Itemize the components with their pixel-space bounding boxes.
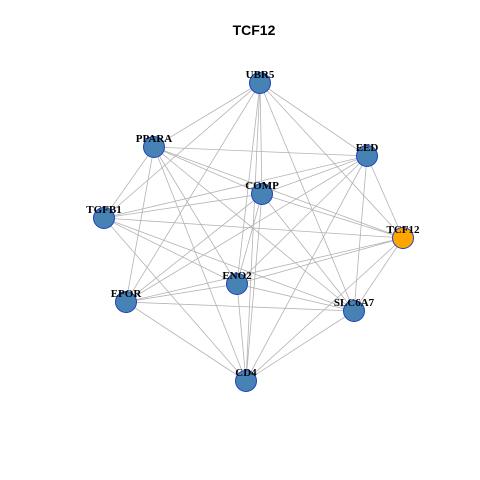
edge-tcf12-eno2: [236, 237, 404, 285]
edge-tcf12-slc6a7: [353, 237, 404, 312]
edge-tgfb1-eno2: [103, 217, 238, 285]
node-circle-epor: [115, 291, 137, 313]
node-ubr5: UBR5: [246, 69, 275, 94]
edge-ppara-comp: [153, 146, 263, 195]
edge-ubr5-cd4: [245, 82, 261, 382]
edge-ppara-cd4: [153, 146, 247, 382]
node-comp: COMP: [245, 180, 279, 205]
node-label-tcf12: TCF12: [387, 224, 421, 236]
edge-eed-epor: [125, 155, 368, 303]
edge-eed-slc6a7: [353, 155, 368, 312]
node-label-comp: COMP: [245, 180, 279, 192]
node-circle-slc6a7: [343, 300, 365, 322]
edge-ppara-epor: [125, 146, 155, 303]
edge-eed-cd4: [245, 155, 368, 382]
edge-eed-tgfb1: [103, 155, 368, 219]
node-circle-comp: [251, 183, 273, 205]
edge-ubr5-eed: [259, 82, 368, 157]
node-eed: EED: [356, 142, 379, 167]
node-epor: EPOR: [111, 288, 143, 313]
node-tgfb1: TGFB1: [86, 204, 122, 229]
edge-ubr5-slc6a7: [259, 82, 355, 312]
node-circle-ubr5: [249, 72, 271, 94]
edge-comp-tgfb1: [103, 193, 263, 219]
node-cd4: CD4: [235, 367, 257, 392]
edge-epor-cd4: [125, 301, 247, 382]
edge-comp-epor: [125, 193, 263, 303]
edge-eno2-cd4: [236, 283, 247, 382]
edge-ubr5-ppara: [153, 82, 261, 148]
edge-eno2-slc6a7: [236, 283, 355, 312]
edge-eed-tcf12: [366, 155, 404, 239]
node-label-ubr5: UBR5: [246, 69, 275, 81]
edge-slc6a7-cd4: [245, 310, 355, 382]
node-circle-eno2: [226, 273, 248, 295]
node-label-slc6a7: SLC6A7: [334, 297, 375, 309]
edge-tgfb1-cd4: [103, 217, 247, 382]
edges-layer: [103, 82, 404, 382]
edge-ubr5-comp: [259, 82, 263, 195]
node-circle-tgfb1: [93, 207, 115, 229]
edge-ubr5-tcf12: [259, 82, 404, 239]
node-slc6a7: SLC6A7: [334, 297, 375, 322]
edge-eed-eno2: [236, 155, 368, 285]
edge-tcf12-epor: [125, 237, 404, 303]
edge-tgfb1-tcf12: [103, 217, 404, 239]
node-label-tgfb1: TGFB1: [86, 204, 121, 216]
node-label-epor: EPOR: [111, 288, 143, 300]
node-eno2: ENO2: [222, 270, 252, 295]
edge-eed-comp: [261, 155, 368, 195]
edge-tgfb1-slc6a7: [103, 217, 355, 312]
edge-ubr5-eno2: [236, 82, 261, 285]
node-label-eno2: ENO2: [222, 270, 252, 282]
edge-ubr5-epor: [125, 82, 261, 303]
graph-title: TCF12: [233, 22, 276, 38]
edge-ppara-eed: [153, 146, 368, 157]
node-circle-ppara: [143, 136, 165, 158]
node-ppara: PPARA: [136, 133, 173, 158]
edge-ppara-slc6a7: [153, 146, 355, 312]
node-circle-cd4: [235, 370, 257, 392]
edge-epor-slc6a7: [125, 301, 355, 312]
node-circle-tcf12: [392, 227, 414, 249]
edge-ubr5-tgfb1: [103, 82, 261, 219]
edge-eno2-epor: [125, 283, 238, 303]
node-circle-eed: [356, 145, 378, 167]
edge-comp-tcf12: [261, 193, 404, 239]
node-label-eed: EED: [356, 142, 379, 154]
node-label-ppara: PPARA: [136, 133, 173, 145]
edge-comp-cd4: [245, 193, 263, 382]
edge-ppara-eno2: [153, 146, 238, 285]
node-label-cd4: CD4: [235, 367, 257, 379]
edge-ppara-tgfb1: [103, 146, 155, 219]
edge-comp-slc6a7: [261, 193, 355, 312]
node-tcf12: TCF12: [387, 224, 421, 249]
